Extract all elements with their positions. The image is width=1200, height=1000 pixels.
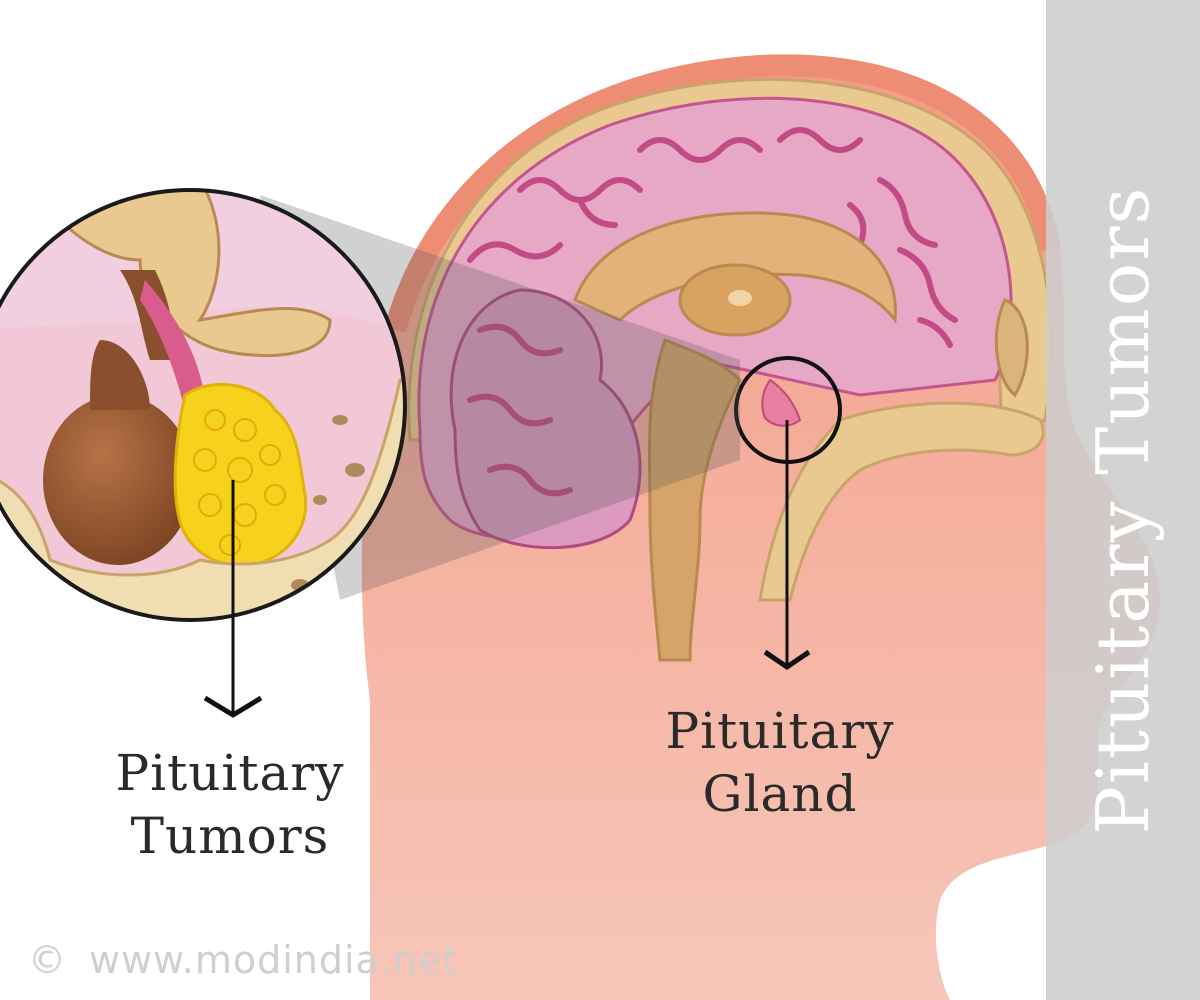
tumor-mass [173, 382, 308, 567]
scalp-rim [384, 54, 1061, 333]
zoom-detail [0, 190, 405, 620]
gland-label-line-2: Gland [702, 764, 858, 823]
pointer-arrows [203, 420, 811, 718]
brainstem [647, 338, 742, 662]
tumor-label-line-2: Tumors [130, 806, 330, 865]
facial-bone [758, 401, 1045, 602]
gland-label-line-1: Pituitary [665, 702, 895, 760]
pituitary-tumors-label: Pituitary Tumors [80, 742, 380, 867]
watermark: © www.modindia.net [28, 938, 458, 982]
orbit [994, 298, 1029, 398]
copyright-symbol: © [28, 938, 67, 982]
brain-folds [467, 127, 958, 497]
pituitary-gland [761, 378, 802, 427]
zoom-circle-border [0, 188, 407, 622]
pituitary-gland-label: Pituitary Gland [615, 700, 945, 825]
tumor-label-line-1: Pituitary [115, 744, 345, 802]
watermark-text: www.modindia.net [89, 938, 459, 982]
side-title: Pituitary Tumors [1081, 185, 1165, 835]
title-band [1046, 0, 1200, 1000]
